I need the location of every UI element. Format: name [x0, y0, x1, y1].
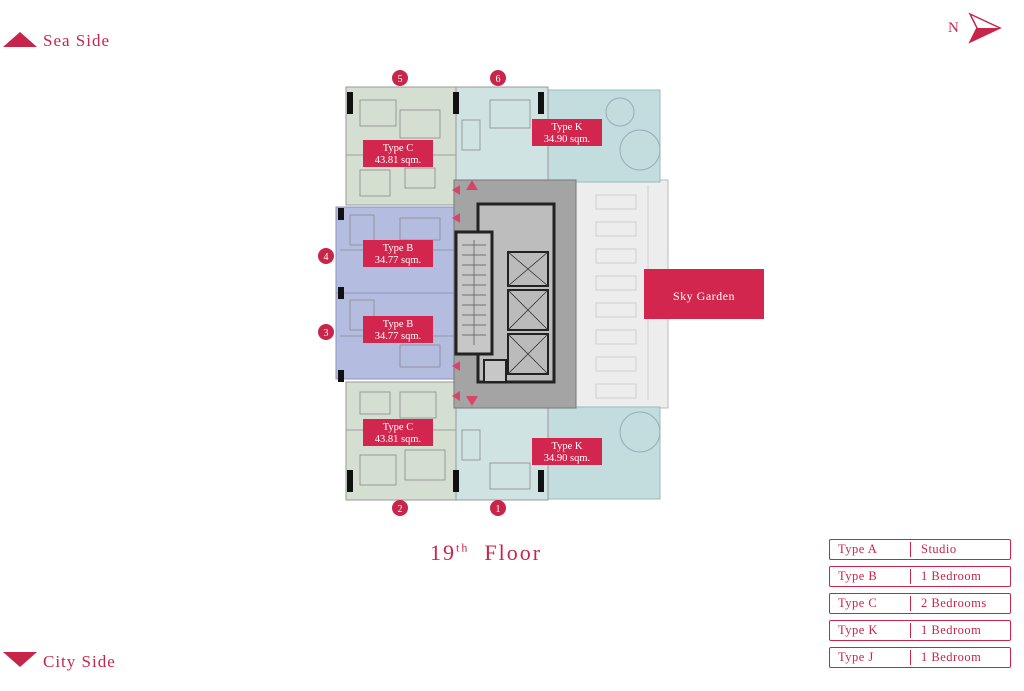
unit-area-label: 43.81 sqm. — [375, 155, 421, 166]
sky-garden-label-box — [644, 269, 764, 319]
unit-number: 1 — [496, 504, 501, 515]
unit-number: 3 — [324, 328, 329, 339]
floor-suffix: th — [456, 540, 470, 555]
unit-label-box — [532, 438, 602, 465]
unit-number-markers — [318, 70, 506, 516]
unit-type-label: Type B — [383, 319, 413, 330]
unit-label-box — [363, 140, 433, 167]
unit-number-circle — [392, 500, 408, 516]
unit-type-label: Type B — [383, 243, 413, 254]
unit-area-label: 34.77 sqm. — [375, 255, 421, 266]
sea-side-arrow-icon — [3, 32, 37, 47]
legend-desc: 1 Bedroom — [921, 650, 982, 664]
columns — [338, 92, 544, 492]
unit-number: 2 — [398, 504, 403, 515]
unit-area-label: 34.77 sqm. — [375, 331, 421, 342]
floor-number: 19 — [430, 540, 456, 565]
entry-arrows — [452, 180, 478, 406]
unit-label-box — [363, 240, 433, 267]
unit-label-box — [532, 119, 602, 146]
unit-number: 6 — [496, 74, 501, 85]
legend-desc: 1 Bedroom — [921, 623, 982, 637]
legend-desc: Studio — [921, 542, 957, 556]
unit-number-circle — [318, 248, 334, 264]
floor-title: 19th Floor — [430, 540, 542, 566]
unit-label-box — [363, 419, 433, 446]
unit-type-label: Type C — [383, 143, 413, 154]
unit-type-label: Type K — [551, 441, 582, 452]
stair-lines — [462, 240, 486, 345]
city-side-label: City Side — [43, 652, 116, 671]
legend-type: Type K — [830, 623, 911, 638]
north-arrow-icon — [968, 12, 1002, 44]
unit-number-circle — [392, 70, 408, 86]
unit-area-label: 34.90 sqm. — [544, 134, 590, 145]
unit-number-circle — [318, 324, 334, 340]
legend-row-type-a: Type A Studio — [829, 539, 1011, 560]
legend-row-type-c: Type C 2 Bedrooms — [829, 593, 1011, 614]
unit-number-circle — [490, 500, 506, 516]
legend-type: Type B — [830, 569, 911, 584]
unit-type-label: Type K — [551, 122, 582, 133]
north-label: N — [948, 20, 959, 36]
legend-type: Type J — [830, 650, 911, 665]
legend-type: Type C — [830, 596, 911, 611]
unit-labels — [363, 119, 602, 465]
unit-label-box — [363, 316, 433, 343]
unit-type-label: Type C — [383, 422, 413, 433]
legend-row-type-j: Type J 1 Bedroom — [829, 647, 1011, 668]
sea-side-label: Sea Side — [43, 31, 111, 50]
unit-area-label: 34.90 sqm. — [544, 453, 590, 464]
legend-row-type-b: Type B 1 Bedroom — [829, 566, 1011, 587]
unit-area-label: 43.81 sqm. — [375, 434, 421, 445]
legend-desc: 1 Bedroom — [921, 569, 982, 583]
legend-row-type-k: Type K 1 Bedroom — [829, 620, 1011, 641]
city-side-arrow-icon — [3, 652, 37, 667]
legend-type: Type A — [830, 542, 911, 557]
unit-number: 5 — [398, 74, 403, 85]
floor-word: Floor — [484, 540, 543, 565]
unit-number: 4 — [324, 252, 329, 263]
sky-garden-label: Sky Garden — [673, 289, 735, 303]
unit-number-circle — [490, 70, 506, 86]
legend-desc: 2 Bedrooms — [921, 596, 987, 610]
